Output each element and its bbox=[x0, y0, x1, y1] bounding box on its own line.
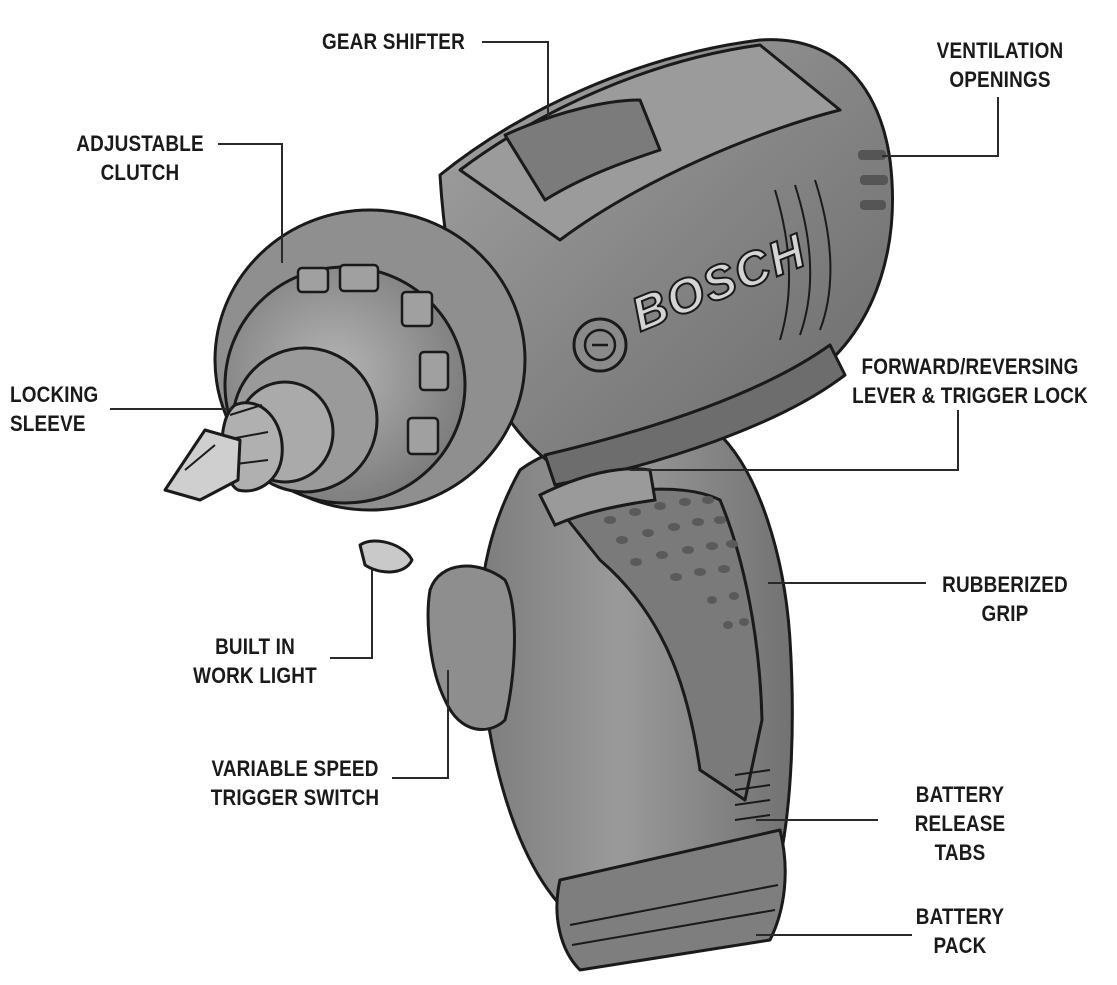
housing-stripe bbox=[543, 343, 847, 487]
side-ribs bbox=[774, 179, 832, 341]
leader-ventilation bbox=[882, 97, 999, 157]
leader-forward-reverse bbox=[630, 410, 959, 471]
head-group bbox=[163, 208, 527, 574]
leader-gear-shifter bbox=[482, 41, 549, 118]
leader-lines bbox=[110, 41, 999, 936]
label-variable-speed: VARIABLE SPEED TRIGGER SWITCH bbox=[210, 756, 380, 810]
label-ventilation-openings: VENTILATION OPENINGS bbox=[936, 38, 1064, 92]
vent-slots bbox=[858, 150, 888, 210]
label-gear-shifter: GEAR SHIFTER bbox=[322, 29, 465, 54]
label-built-in-work-light: BUILT IN WORK LIGHT bbox=[193, 634, 317, 688]
forward-reverse-lever bbox=[537, 467, 657, 527]
battery-pack bbox=[555, 828, 787, 972]
label-battery-pack: BATTERY PACK bbox=[915, 904, 1005, 958]
work-light bbox=[358, 539, 414, 574]
clutch-ribs bbox=[296, 263, 450, 456]
gear-shifter-slider bbox=[503, 98, 662, 202]
leader-work-light bbox=[330, 570, 373, 659]
screwdriver-bit bbox=[163, 428, 242, 502]
leader-clutch bbox=[218, 143, 283, 263]
grip-dots bbox=[604, 496, 749, 629]
grip-panel bbox=[558, 487, 764, 802]
housing-group bbox=[438, 38, 894, 487]
release-tabs bbox=[734, 769, 771, 821]
label-adjustable-clutch: ADJUSTABLE CLUTCH bbox=[76, 131, 204, 185]
trigger bbox=[426, 564, 516, 732]
label-battery-release-tabs: BATTERY RELEASE TABS bbox=[914, 782, 1006, 865]
label-locking-sleeve: LOCKING SLEEVE bbox=[10, 382, 99, 436]
leader-trigger bbox=[392, 670, 449, 779]
label-rubberized-grip: RUBBERIZED GRIP bbox=[942, 572, 1068, 626]
label-forward-reversing: FORWARD/REVERSING LEVER & TRIGGER LOCK bbox=[852, 354, 1088, 408]
handle-group bbox=[426, 425, 794, 972]
